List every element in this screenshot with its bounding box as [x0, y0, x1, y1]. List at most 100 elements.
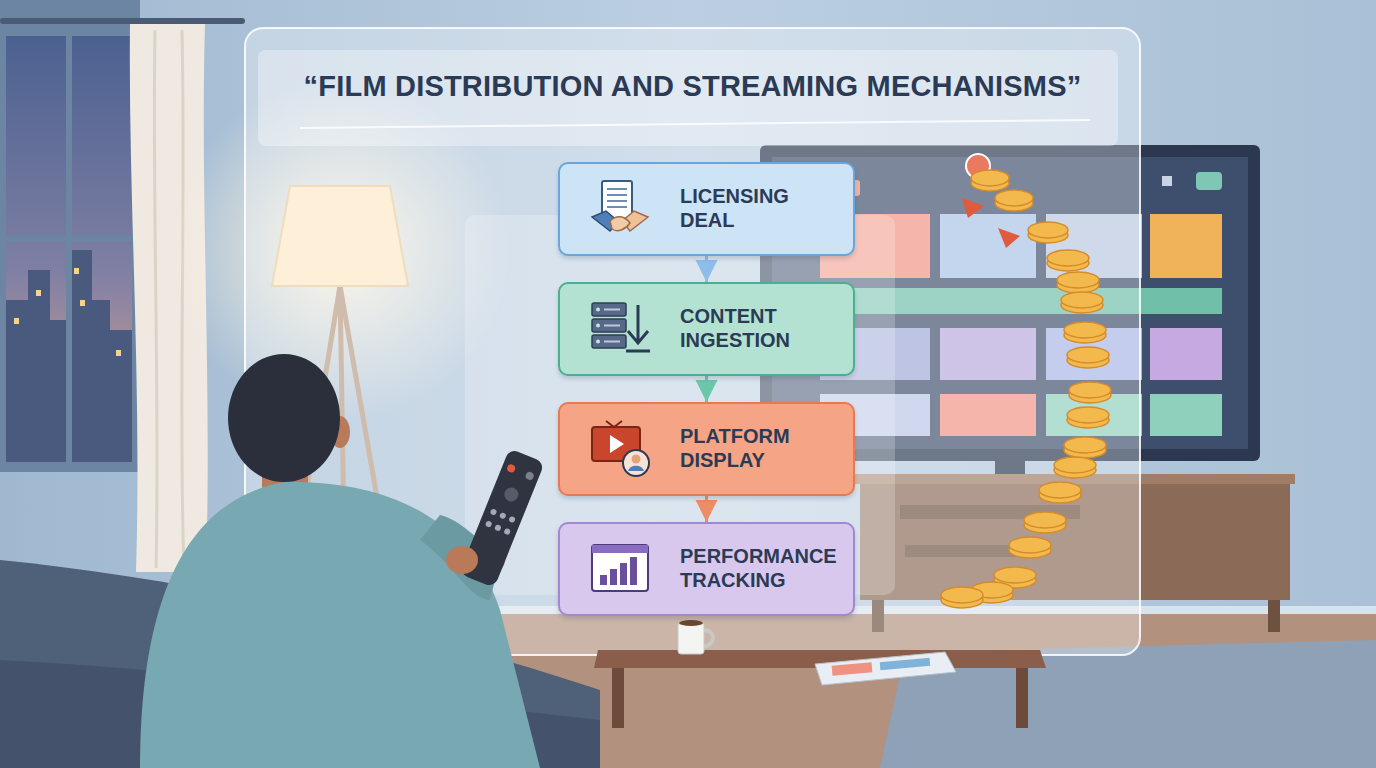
coin-stack-part-part [995, 190, 1033, 206]
icon-part [596, 340, 600, 344]
glass-panel-part [300, 120, 1090, 128]
step-label: LICENSING DEAL [680, 185, 789, 232]
coin-stack-part [941, 170, 1111, 608]
coin-stack-part-part [971, 170, 1009, 186]
viewer-figure-part-part [502, 485, 520, 503]
coffee-table-part [612, 668, 624, 728]
icon-part [630, 557, 637, 585]
viewer-figure-part-part [499, 512, 507, 520]
coin-stack-part-part [1054, 457, 1096, 473]
process-box: CONTENT INGESTION [558, 282, 855, 376]
coffee-table-part [815, 652, 956, 685]
process-box: PERFORMANCE TRACKING [558, 522, 855, 616]
icon-part [620, 563, 627, 585]
step-label: PLATFORM DISPLAY [680, 425, 790, 472]
viewer-figure-part [446, 546, 478, 574]
window-part [0, 0, 140, 472]
step-icon [588, 177, 652, 241]
icon-part [606, 421, 622, 427]
viewer-figure-part-part [503, 528, 511, 536]
viewer-figure-part-part [524, 471, 534, 481]
diagram-title: “FILM DISTRIBUTION AND STREAMING MECHANI… [245, 70, 1140, 103]
icon-part [596, 308, 600, 312]
icon-part [604, 325, 620, 327]
icon-part [607, 194, 627, 196]
icon-part [607, 206, 627, 208]
coin-stack-part-part [1064, 322, 1106, 338]
coffee-table-part [678, 622, 704, 654]
window-part [6, 236, 132, 242]
viewer-figure-part [228, 354, 340, 482]
viewer-figure-part-part [506, 463, 516, 473]
coffee-table-part [1016, 668, 1028, 728]
icon-part [592, 319, 626, 332]
icon-part [604, 341, 620, 343]
television-part [1162, 176, 1172, 186]
icon-part [592, 545, 648, 553]
coin-stack-part-part [1028, 222, 1068, 238]
window-part-part [116, 350, 121, 356]
coin-stack-part-part [1009, 537, 1051, 553]
television-part [1150, 214, 1222, 278]
window-part-part [74, 268, 79, 274]
step-icon [588, 537, 652, 601]
flow-arrow [705, 376, 708, 402]
viewer-figure-part-part [508, 516, 516, 524]
icon-part [628, 305, 648, 343]
icon-part [610, 217, 630, 231]
coin-stack-part-part [1024, 512, 1066, 528]
coin-stack-part-part [1067, 347, 1109, 363]
step-icon [588, 297, 652, 361]
viewer-figure-part-part [485, 520, 493, 528]
coffee-table [594, 620, 1046, 728]
icon-part [592, 545, 648, 591]
coin-stack-part-part [1039, 482, 1081, 498]
coffee-table-part [704, 630, 713, 646]
coin-stack [941, 154, 1111, 608]
icon-part [626, 350, 650, 353]
icon-part [592, 303, 626, 316]
icon-part [610, 435, 624, 453]
step-label: PERFORMANCE TRACKING [680, 545, 837, 592]
window-part [6, 36, 132, 462]
television-part [1150, 328, 1222, 380]
flow-arrow [705, 256, 708, 282]
step-label: CONTENT INGESTION [680, 305, 790, 352]
coin-stack-part [998, 228, 1020, 248]
icon-part [607, 188, 627, 190]
window-part-part [36, 290, 41, 296]
coin-stack-part [962, 198, 984, 218]
viewer-figure [140, 354, 545, 768]
coffee-table-part [679, 620, 703, 626]
process-box: LICENSING DEAL [558, 162, 855, 256]
coin-stack-part-part [994, 567, 1036, 583]
coin-stack-part-part [941, 587, 983, 603]
viewer-figure-part-part [494, 524, 502, 532]
window-part [0, 18, 245, 24]
coin-stack-part-part [1064, 437, 1106, 453]
television-part [1150, 394, 1222, 436]
coin-stack-part-part [1067, 407, 1109, 423]
television-part [1196, 172, 1222, 190]
flow-arrow [705, 496, 708, 522]
icon-part [600, 575, 607, 585]
icon-part [592, 335, 626, 348]
coin-stack-part-part [1057, 272, 1099, 288]
process-box: PLATFORM DISPLAY [558, 402, 855, 496]
icon-part [596, 324, 600, 328]
coin-stack-part-part [1047, 250, 1089, 266]
viewer-figure-part-part [490, 508, 498, 516]
coffee-table-part [880, 658, 931, 670]
icon-part [623, 450, 649, 476]
coffee-table-part [832, 662, 873, 675]
window-part [66, 36, 72, 462]
coin-stack-part-part [1061, 292, 1103, 308]
coin-stack-part-part [1069, 382, 1111, 398]
icon-part [632, 455, 641, 464]
step-icon [588, 417, 652, 481]
